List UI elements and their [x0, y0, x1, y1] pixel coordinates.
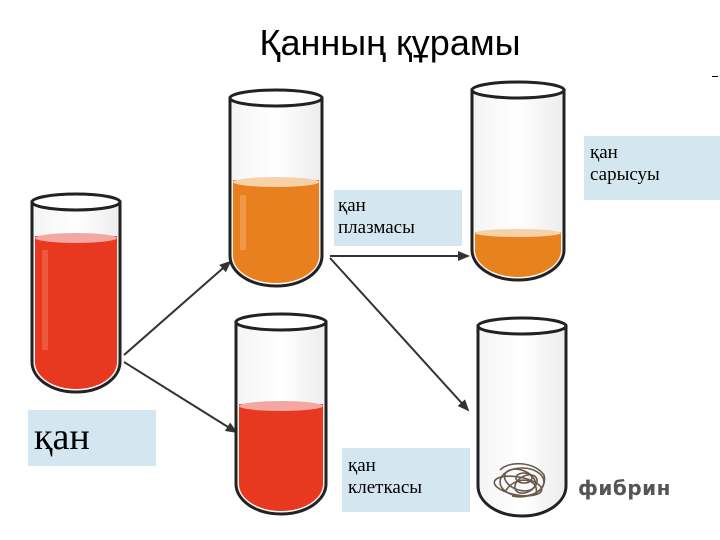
tube-plasma: [228, 88, 324, 288]
label-blood-box: [28, 410, 156, 466]
label-plasma-line1: қан: [338, 195, 366, 216]
label-plasma-line2: плазмасы: [338, 216, 415, 238]
corner-dash: [712, 76, 718, 77]
label-cells-line2: клеткасы: [348, 476, 423, 498]
label-serum-line1: қан: [590, 142, 618, 163]
label-plasma: қан плазмасы: [338, 195, 415, 239]
tube-cells: [234, 312, 328, 516]
blood-fill: [35, 236, 117, 389]
label-cells: қан клеткасы: [348, 455, 422, 499]
page-title: Қанның құрамы: [259, 22, 521, 63]
label-cells-line1: қан: [348, 455, 376, 476]
label-fibrin: фибрин: [578, 476, 671, 500]
label-cells-box: [342, 448, 470, 512]
plasma-fill: [233, 180, 319, 283]
serum-fill: [475, 232, 561, 277]
fibrin-strands: [493, 462, 546, 498]
tube-fibrin: [476, 316, 568, 518]
label-blood: қан: [34, 416, 90, 458]
label-serum-line2: сарысуы: [590, 163, 660, 185]
label-serum: қан сарысуы: [590, 142, 660, 186]
label-serum-box: [584, 136, 720, 200]
arrow-to-plasma: [123, 260, 232, 356]
label-plasma-box: [334, 190, 462, 246]
arrows: [123, 251, 470, 434]
tube-serum: [470, 80, 566, 282]
tube-whole-blood: [30, 192, 122, 394]
arrow-to-fibrin: [329, 257, 470, 412]
cells-fill: [239, 404, 323, 511]
arrow-to-cells: [123, 361, 238, 434]
